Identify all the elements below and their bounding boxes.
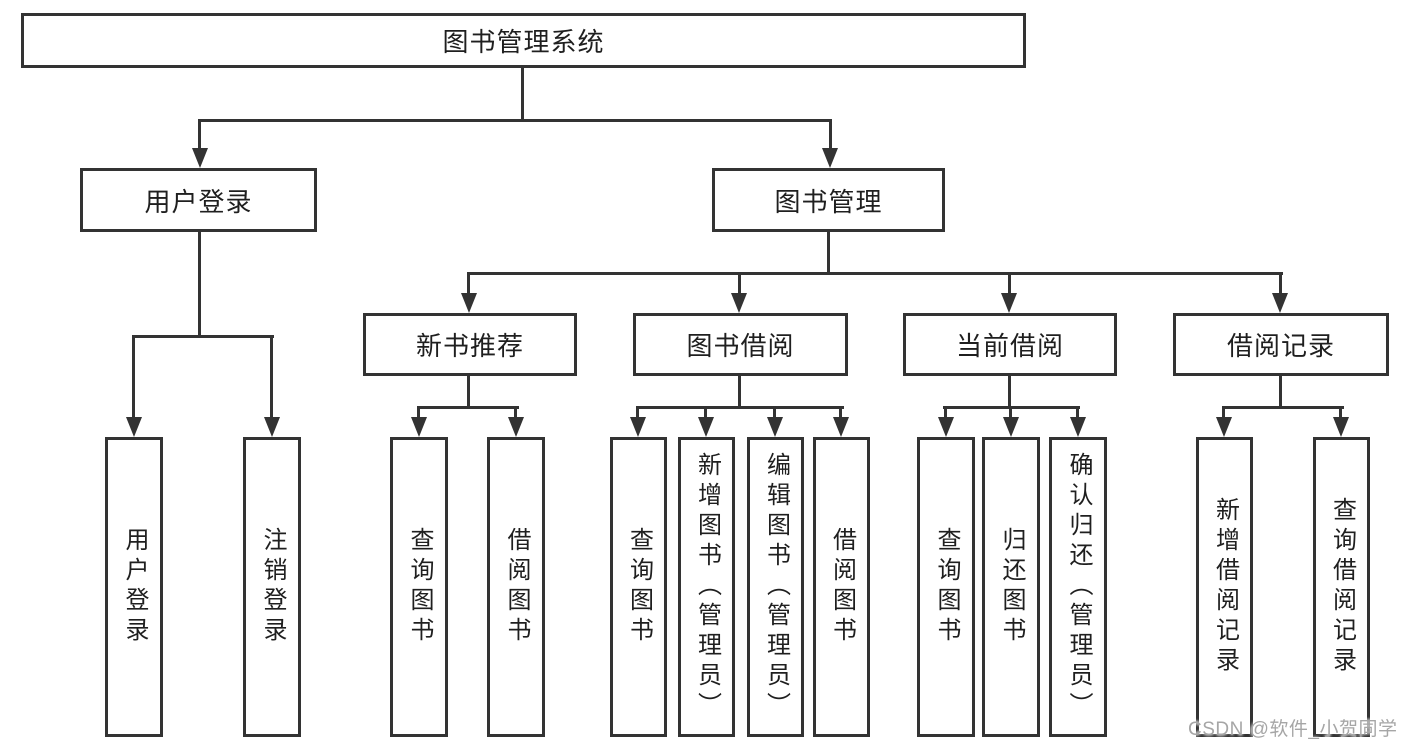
connector-line (738, 272, 741, 296)
connector-line (1008, 376, 1011, 409)
arrow-down-icon (508, 417, 524, 437)
node-root: 图书管理系统 (21, 13, 1026, 68)
connector-line (132, 335, 135, 420)
connector-line (1222, 406, 1225, 420)
connector-line (417, 406, 519, 409)
leaf-query-books-borrowing: 查询图书 (610, 437, 667, 737)
connector-line (198, 119, 201, 152)
arrow-down-icon (938, 417, 954, 437)
connector-line (839, 406, 842, 420)
leaf-borrow-books-recommend: 借阅图书 (487, 437, 545, 737)
node-new-book-recommend: 新书推荐 (363, 313, 577, 376)
csdn-watermark: CSDN @软件_小贺同学 (1188, 719, 1398, 740)
connector-line (773, 406, 776, 420)
leaf-query-borrow-record: 查询借阅记录 (1313, 437, 1370, 737)
arrow-down-icon (1216, 417, 1232, 437)
connector-user-login-stem (198, 232, 201, 338)
arrow-down-icon (126, 417, 142, 437)
leaf-add-book-admin: 新增图书（管理员） (678, 437, 735, 737)
arrow-down-icon (767, 417, 783, 437)
connector-book-mgmt-stem (827, 232, 830, 275)
connector-root-split (198, 119, 832, 122)
leaf-logout: 注销登录 (243, 437, 301, 737)
arrow-down-icon (822, 148, 838, 168)
node-current-borrowing: 当前借阅 (903, 313, 1117, 376)
connector-line (704, 406, 707, 420)
leaf-return-book: 归还图书 (982, 437, 1040, 737)
connector-line (417, 406, 420, 420)
connector-line (944, 406, 947, 420)
node-book-borrowing: 图书借阅 (633, 313, 848, 376)
leaf-user-login: 用户登录 (105, 437, 163, 737)
connector-line (1339, 406, 1342, 420)
arrow-down-icon (1272, 293, 1288, 313)
arrow-down-icon (192, 148, 208, 168)
connector-line (514, 406, 517, 420)
connector-line (467, 272, 470, 296)
connector-line (270, 335, 273, 420)
node-borrowing-records: 借阅记录 (1173, 313, 1389, 376)
connector-line (636, 406, 639, 420)
arrow-down-icon (1003, 417, 1019, 437)
leaf-add-borrow-record: 新增借阅记录 (1196, 437, 1253, 737)
arrow-down-icon (698, 417, 714, 437)
arrow-down-icon (731, 293, 747, 313)
arrow-down-icon (1333, 417, 1349, 437)
arrow-down-icon (1070, 417, 1086, 437)
connector-line (1009, 406, 1012, 420)
arrow-down-icon (630, 417, 646, 437)
arrow-down-icon (411, 417, 427, 437)
node-book-management: 图书管理 (712, 168, 945, 232)
connector-line (636, 406, 844, 409)
connector-line (467, 376, 470, 409)
leaf-borrow-books-borrowing: 借阅图书 (813, 437, 870, 737)
connector-line (829, 119, 832, 152)
connector-line (1076, 406, 1079, 420)
leaf-query-books-current: 查询图书 (917, 437, 975, 737)
leaf-query-books-recommend: 查询图书 (390, 437, 448, 737)
leaf-edit-book-admin: 编辑图书（管理员） (747, 437, 804, 737)
arrow-down-icon (833, 417, 849, 437)
connector-line (1279, 272, 1282, 296)
connector-book-mgmt-split (467, 272, 1283, 275)
connector-line (1008, 272, 1011, 296)
arrow-down-icon (1001, 293, 1017, 313)
node-user-login: 用户登录 (80, 168, 317, 232)
arrow-down-icon (264, 417, 280, 437)
connector-line (1279, 376, 1282, 409)
connector-user-login-split (132, 335, 274, 338)
leaf-confirm-return-admin: 确认归还（管理员） (1049, 437, 1107, 737)
connector-root-stem (521, 68, 524, 122)
connector-line (738, 376, 741, 409)
connector-line (1222, 406, 1344, 409)
arrow-down-icon (461, 293, 477, 313)
